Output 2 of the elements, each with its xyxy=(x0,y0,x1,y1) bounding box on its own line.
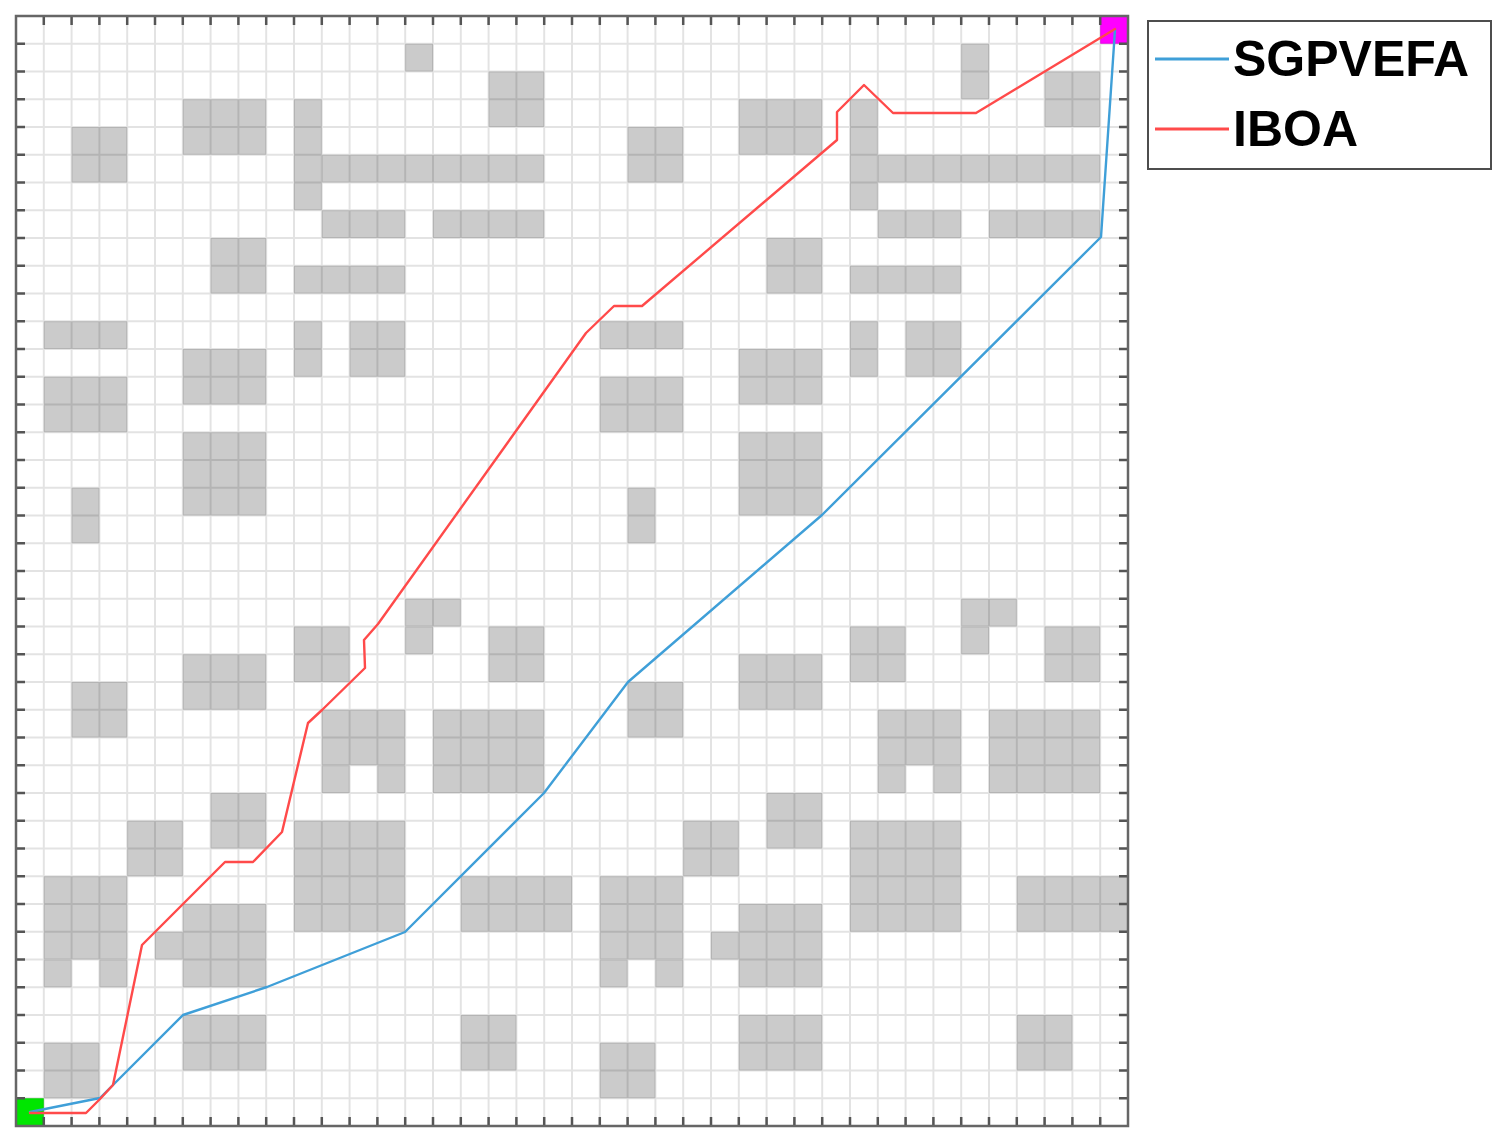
legend-label: IBOA xyxy=(1233,100,1358,159)
legend-label: SGPVEFA xyxy=(1233,30,1470,89)
